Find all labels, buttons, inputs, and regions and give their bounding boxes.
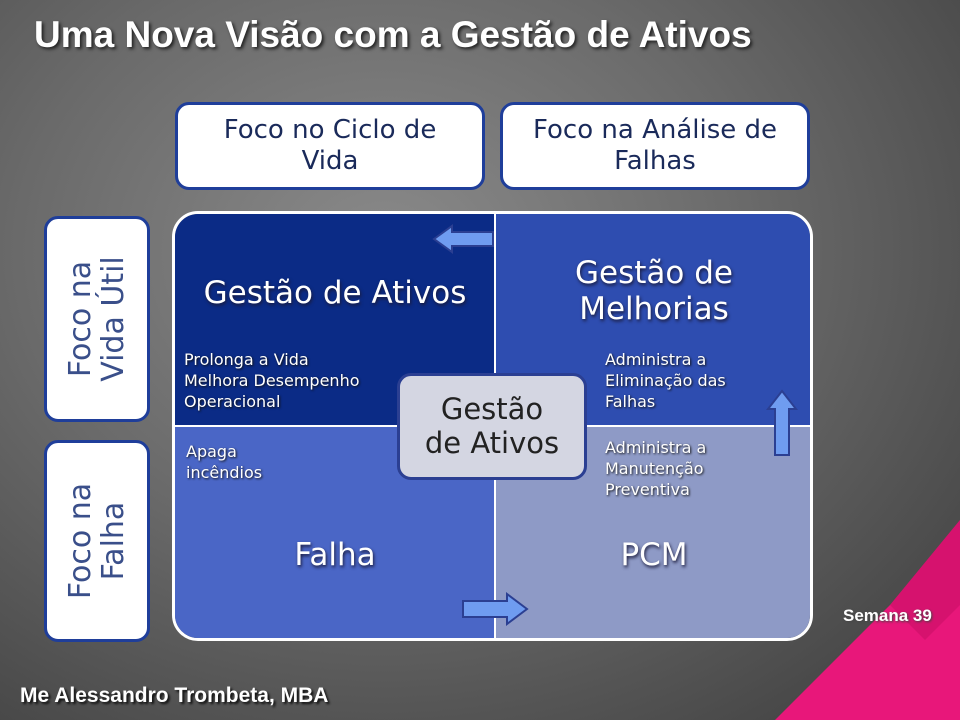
quadrant-matrix: Gestão de Ativos Prolonga a Vida Melhora… (172, 211, 813, 641)
week-badge-label: Semana 39 (843, 606, 932, 625)
quadrant-text: Apaga incêndios (186, 442, 263, 482)
quadrant-title: Gestão de Ativos (203, 275, 467, 311)
column-header-label: Foco no Ciclo de Vida (223, 114, 437, 176)
column-header-analise-de-falhas: Foco na Análise de Falhas (500, 102, 810, 190)
row-header-falha: Foco na Falha (44, 440, 150, 642)
quadrant-text: Administra a Manutenção Preventiva (605, 438, 707, 499)
quadrant-title: Gestão de Melhorias (575, 255, 733, 327)
week-badge-shape (775, 520, 960, 720)
arrow-up-icon (766, 389, 798, 456)
quadrant-text: Prolonga a Vida Melhora Desempenho Opera… (184, 350, 360, 411)
column-header-ciclo-de-vida: Foco no Ciclo de Vida (175, 102, 485, 190)
quadrant-title: PCM (620, 537, 688, 573)
quadrant-title: Falha (294, 537, 376, 573)
row-header-label: Foco na Falha (63, 482, 131, 600)
center-box: Gestão de Ativos (397, 373, 587, 480)
column-header-label: Foco na Análise de Falhas (532, 114, 778, 176)
slide-title: Uma Nova Visão com a Gestão de Ativos (34, 14, 752, 55)
quadrant-text: Administra a Eliminação das Falhas (605, 350, 726, 411)
row-header-vida-util: Foco na Vida Útil (44, 216, 150, 422)
arrow-left-icon (432, 224, 494, 254)
author-footer: Me Alessandro Trombeta, MBA (20, 684, 329, 707)
center-label: Gestão de Ativos (424, 392, 560, 460)
arrow-right-icon (462, 592, 529, 626)
row-header-label: Foco na Vida Útil (63, 256, 131, 382)
